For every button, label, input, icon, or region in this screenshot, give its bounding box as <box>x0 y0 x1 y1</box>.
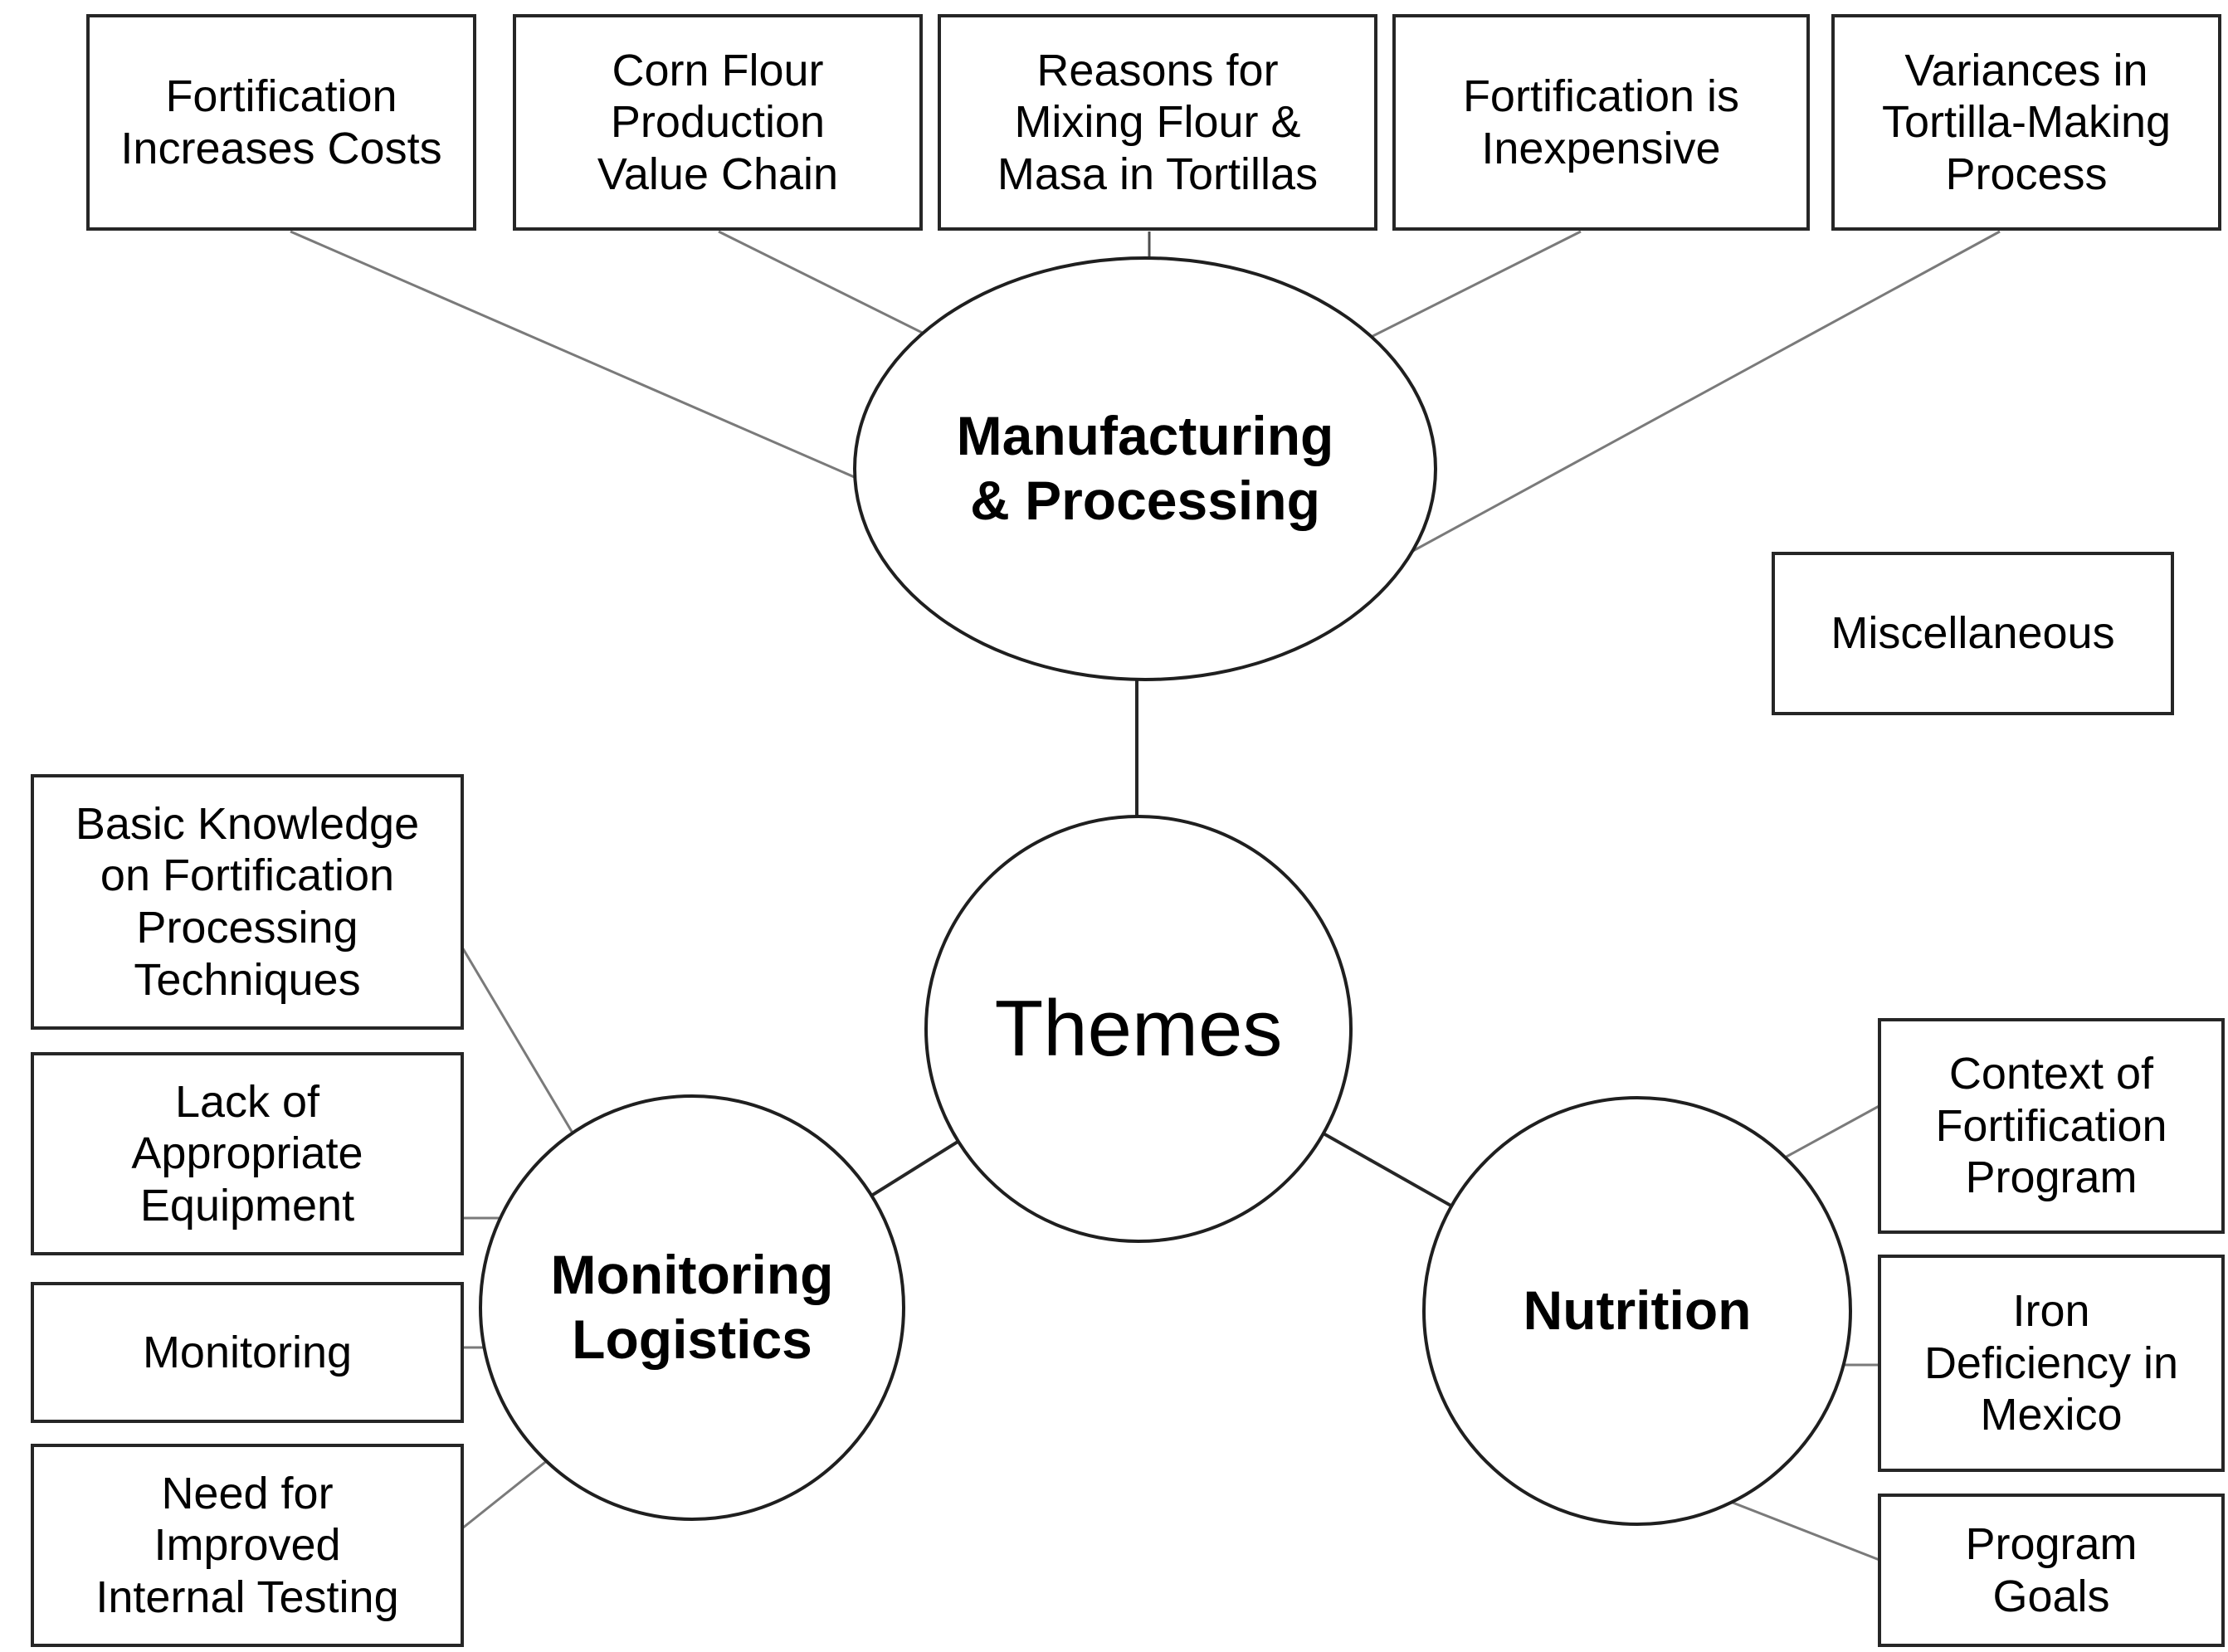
category-circle-monitoring-logistics: Monitoring Logistics <box>479 1094 905 1521</box>
topic-box-context-fortification: Context of Fortification Program <box>1878 1018 2225 1234</box>
topic-box-program-goals: Program Goals <box>1878 1494 2225 1647</box>
topic-box-lack-of-equipment: Lack of Appropriate Equipment <box>31 1052 464 1255</box>
topic-label: Basic Knowledge on Fortification Process… <box>75 798 420 1005</box>
central-label: Themes <box>994 984 1283 1074</box>
topic-box-fortification-increases-costs: Fortification Increases Costs <box>86 14 476 231</box>
topic-box-miscellaneous: Miscellaneous <box>1772 552 2174 715</box>
category-ellipse-manufacturing-processing: Manufacturing & Processing <box>853 256 1437 681</box>
topic-box-internal-testing: Need for Improved Internal Testing <box>31 1444 464 1647</box>
category-circle-nutrition: Nutrition <box>1422 1096 1852 1526</box>
topic-label: Monitoring <box>142 1327 353 1377</box>
connector-program-goals <box>1709 1492 1884 1563</box>
topic-label: Corn Flour Production Value Chain <box>597 45 839 199</box>
connector-variances-tortilla-making <box>1372 230 2001 574</box>
central-circle-themes: Themes <box>924 815 1353 1243</box>
topic-box-iron-deficiency: Iron Deficiency in Mexico <box>1878 1255 2225 1472</box>
topic-label: Need for Improved Internal Testing <box>95 1468 399 1622</box>
topic-label: Fortification Increases Costs <box>120 71 442 173</box>
topic-box-fortification-inexpensive: Fortification is Inexpensive <box>1392 14 1810 231</box>
topic-label: Miscellaneous <box>1831 608 2115 659</box>
topic-label: Reasons for Mixing Flour & Masa in Torti… <box>997 45 1319 199</box>
category-label: Nutrition <box>1523 1279 1752 1342</box>
topic-box-reasons-for-mixing: Reasons for Mixing Flour & Masa in Torti… <box>938 14 1377 231</box>
topic-label: Program Goals <box>1965 1518 2138 1621</box>
category-label: Monitoring Logistics <box>550 1244 834 1370</box>
connector-fortification-increases-costs <box>290 230 922 508</box>
topic-label: Fortification is Inexpensive <box>1462 71 1740 173</box>
topic-box-monitoring: Monitoring <box>31 1282 464 1423</box>
topic-label: Lack of Appropriate Equipment <box>131 1076 363 1230</box>
category-label: Manufacturing & Processing <box>956 405 1334 531</box>
topic-label: Iron Deficiency in Mexico <box>1923 1286 2179 1440</box>
topic-label: Context of Fortification Program <box>1935 1049 2167 1203</box>
topic-box-corn-flour-value-chain: Corn Flour Production Value Chain <box>513 14 923 231</box>
topic-label: Variances in Tortilla-Making Process <box>1881 45 2172 199</box>
topic-box-variances-tortilla-making: Variances in Tortilla-Making Process <box>1831 14 2221 231</box>
topic-box-basic-knowledge: Basic Knowledge on Fortification Process… <box>31 774 464 1030</box>
